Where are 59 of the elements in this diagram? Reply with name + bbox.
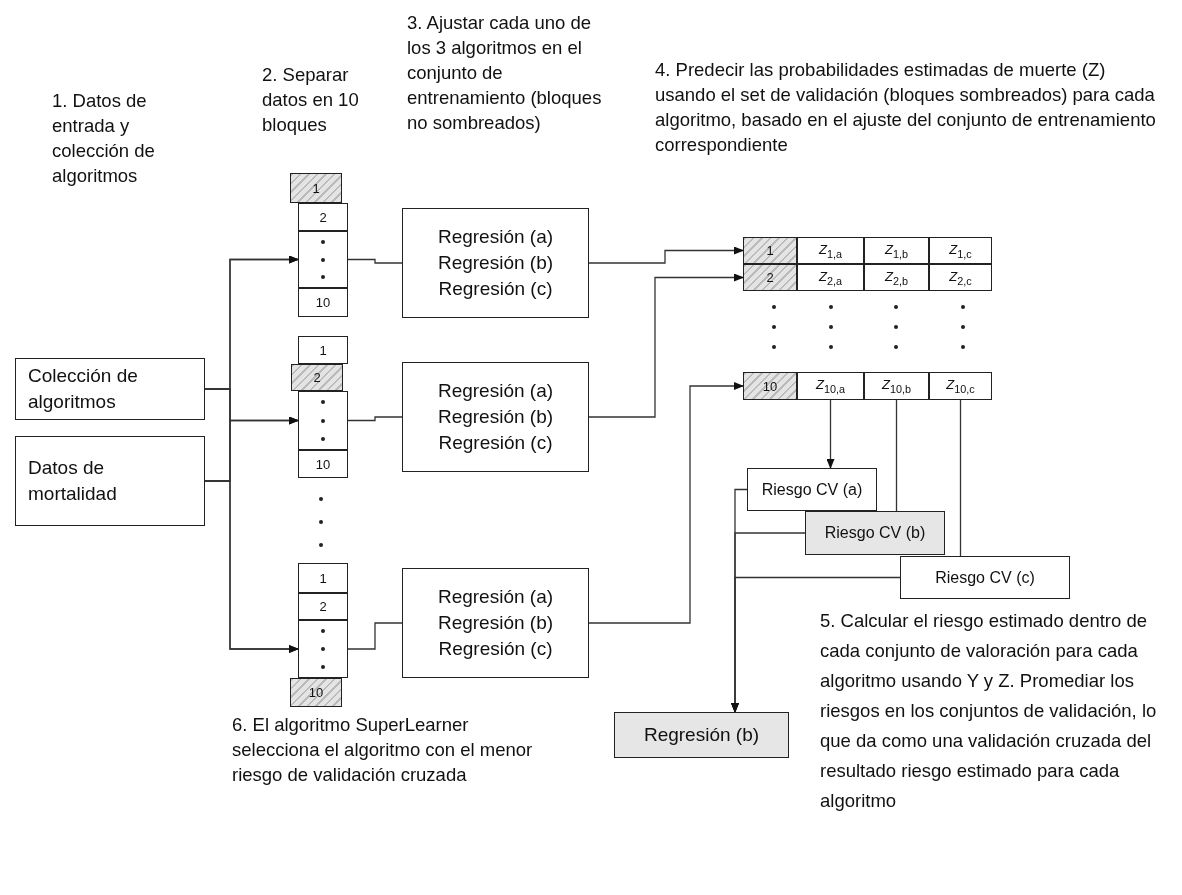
step-description: 5. Calcular el riesgo estimado dentro de cada conjunto de valoración para cada algoritmo usando Y y Z. Promediar los riesgos en los conjuntos de validación, lo que da como una validación cruzada del resultado riesgo estimado para cada algoritmo [820,609,1158,813]
model-name: Regresión (a) [437,379,554,403]
fold-block: 10 [298,450,348,478]
step-description: 2. Separar datos en 10 bloques [262,63,360,137]
step-description: 6. El algoritmo SuperLearner selecciona el algoritmo con el menor riesgo de validación cruzada [232,713,534,787]
data-box: Datos de mortalidad [15,436,205,526]
fold-block [298,620,348,678]
connector-line [347,258,403,264]
fold-block: 2 [291,364,343,391]
fold-block: 1 [298,336,348,364]
model-name: Regresión (c) [438,637,553,661]
model-name: Regresión (b) [437,611,554,635]
step-description: 3. Ajustar cada uno de los 3 algoritmos en el conjunto de entrenamiento (bloques no sombreados) [407,11,603,135]
table-cell: Z$_{1,b}$ [864,237,929,264]
model-name: Regresión (b) [437,405,554,429]
risk-box: Riesgo CV (a) [747,468,877,511]
table-cell: 2 [743,264,797,291]
table-cell: Z$_{2,c}$ [929,264,992,291]
regression-box [402,568,589,678]
arrow [588,246,744,264]
model-name: Regresión (c) [438,277,553,301]
arrow [588,382,744,624]
arrow [588,273,744,418]
risk-box: Riesgo CV (c) [900,556,1070,599]
connector-line [895,399,898,512]
fold-block: 10 [290,678,342,707]
table-cell: Z$_{10,a}$ [797,372,864,400]
fold-block: 1 [298,563,348,593]
step-description: 4. Predecir las probabilidades estimadas de muerte (Z) usando el set de validación (bloques sombreados) para cada algoritmo, basado en el ajuste del conjunto de entrenamiento correspondiente [655,58,1157,157]
table-cell: Z$_{1,a}$ [797,237,864,264]
regression-box [402,362,589,472]
table-cell: Z$_{10,c}$ [929,372,992,400]
fold-block [298,231,348,288]
fold-block: 1 [290,173,342,203]
connector-line [959,399,962,557]
table-cell: 10 [743,372,797,400]
regression-box [402,208,589,318]
step-description: 1. Datos de entrada y colección de algoritmos [52,89,156,188]
arrow [826,399,835,469]
table-cell: Z$_{2,a}$ [797,264,864,291]
connector-line [347,622,403,650]
table-cell: 1 [743,237,797,264]
selected-model-box: Regresión (b) [614,712,789,758]
table-cell: Z$_{2,b}$ [864,264,929,291]
fold-block: 2 [298,203,348,231]
model-name: Regresión (a) [437,225,554,249]
algorithm-box: Colección de algoritmos [15,358,205,420]
model-name: Regresión (b) [437,251,554,275]
fold-block: 2 [298,593,348,620]
risk-box: Riesgo CV (b) [805,511,945,555]
fold-block: 10 [298,288,348,317]
table-cell: Z$_{1,c}$ [929,237,992,264]
fold-block [298,391,348,450]
arrow [204,480,299,653]
table-cell: Z$_{10,b}$ [864,372,929,400]
connector-line [347,416,403,422]
arrow [731,576,901,713]
model-name: Regresión (c) [438,431,553,455]
model-name: Regresión (a) [437,585,554,609]
